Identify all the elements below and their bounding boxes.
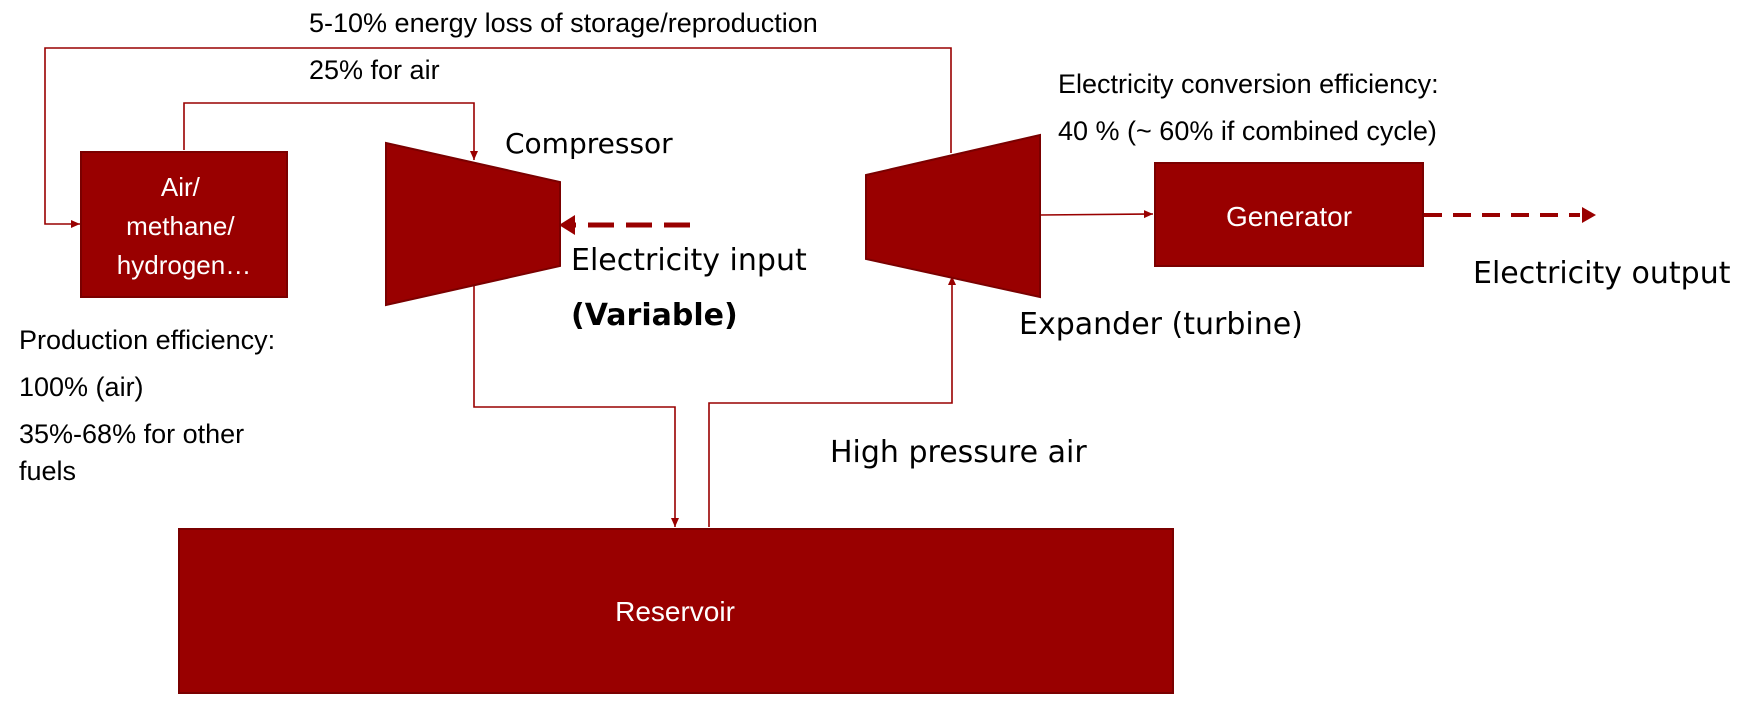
electricity-input-label: Electricity input	[571, 243, 807, 278]
fuel-source-box	[80, 151, 288, 298]
expander-shape	[865, 133, 1041, 299]
electricity-output-label: Electricity output	[1473, 256, 1731, 291]
electricity-input-note: (Variable)	[571, 298, 738, 333]
generator-label: Generator	[1226, 201, 1352, 232]
compressor-to-reservoir-line	[473, 285, 679, 527]
storage-loss-loop-line	[44, 47, 952, 228]
conversion-efficiency-value: 40 % (~ 60% if combined cycle)	[1058, 116, 1437, 146]
air-loss-label: 25% for air	[309, 55, 440, 85]
conversion-efficiency-title: Electricity conversion efficiency:	[1058, 69, 1439, 99]
expander-to-generator-line	[1039, 210, 1154, 219]
compressor-shape	[385, 141, 561, 307]
electricity-output-arrowhead	[1582, 207, 1596, 223]
production-efficiency-air: 100% (air)	[19, 372, 144, 402]
air-feed-line	[183, 102, 478, 160]
electricity-input-arrowhead	[559, 215, 575, 235]
generator-box	[1154, 162, 1424, 267]
production-efficiency-other: 35%-68% for other fuels	[19, 419, 252, 486]
high-pressure-air-label: High pressure air	[830, 435, 1087, 470]
reservoir-to-expander-line	[708, 276, 956, 527]
expander-label: Expander (turbine)	[1019, 307, 1303, 342]
storage-loss-label: 5-10% energy loss of storage/reproductio…	[309, 8, 818, 38]
compressor-label: Compressor	[505, 127, 673, 160]
reservoir-label: Reservoir	[615, 596, 735, 627]
production-efficiency-title: Production efficiency:	[19, 325, 275, 355]
fuel-source-label: Air/ methane/ hydrogen…	[117, 172, 251, 280]
reservoir-box	[178, 528, 1174, 694]
